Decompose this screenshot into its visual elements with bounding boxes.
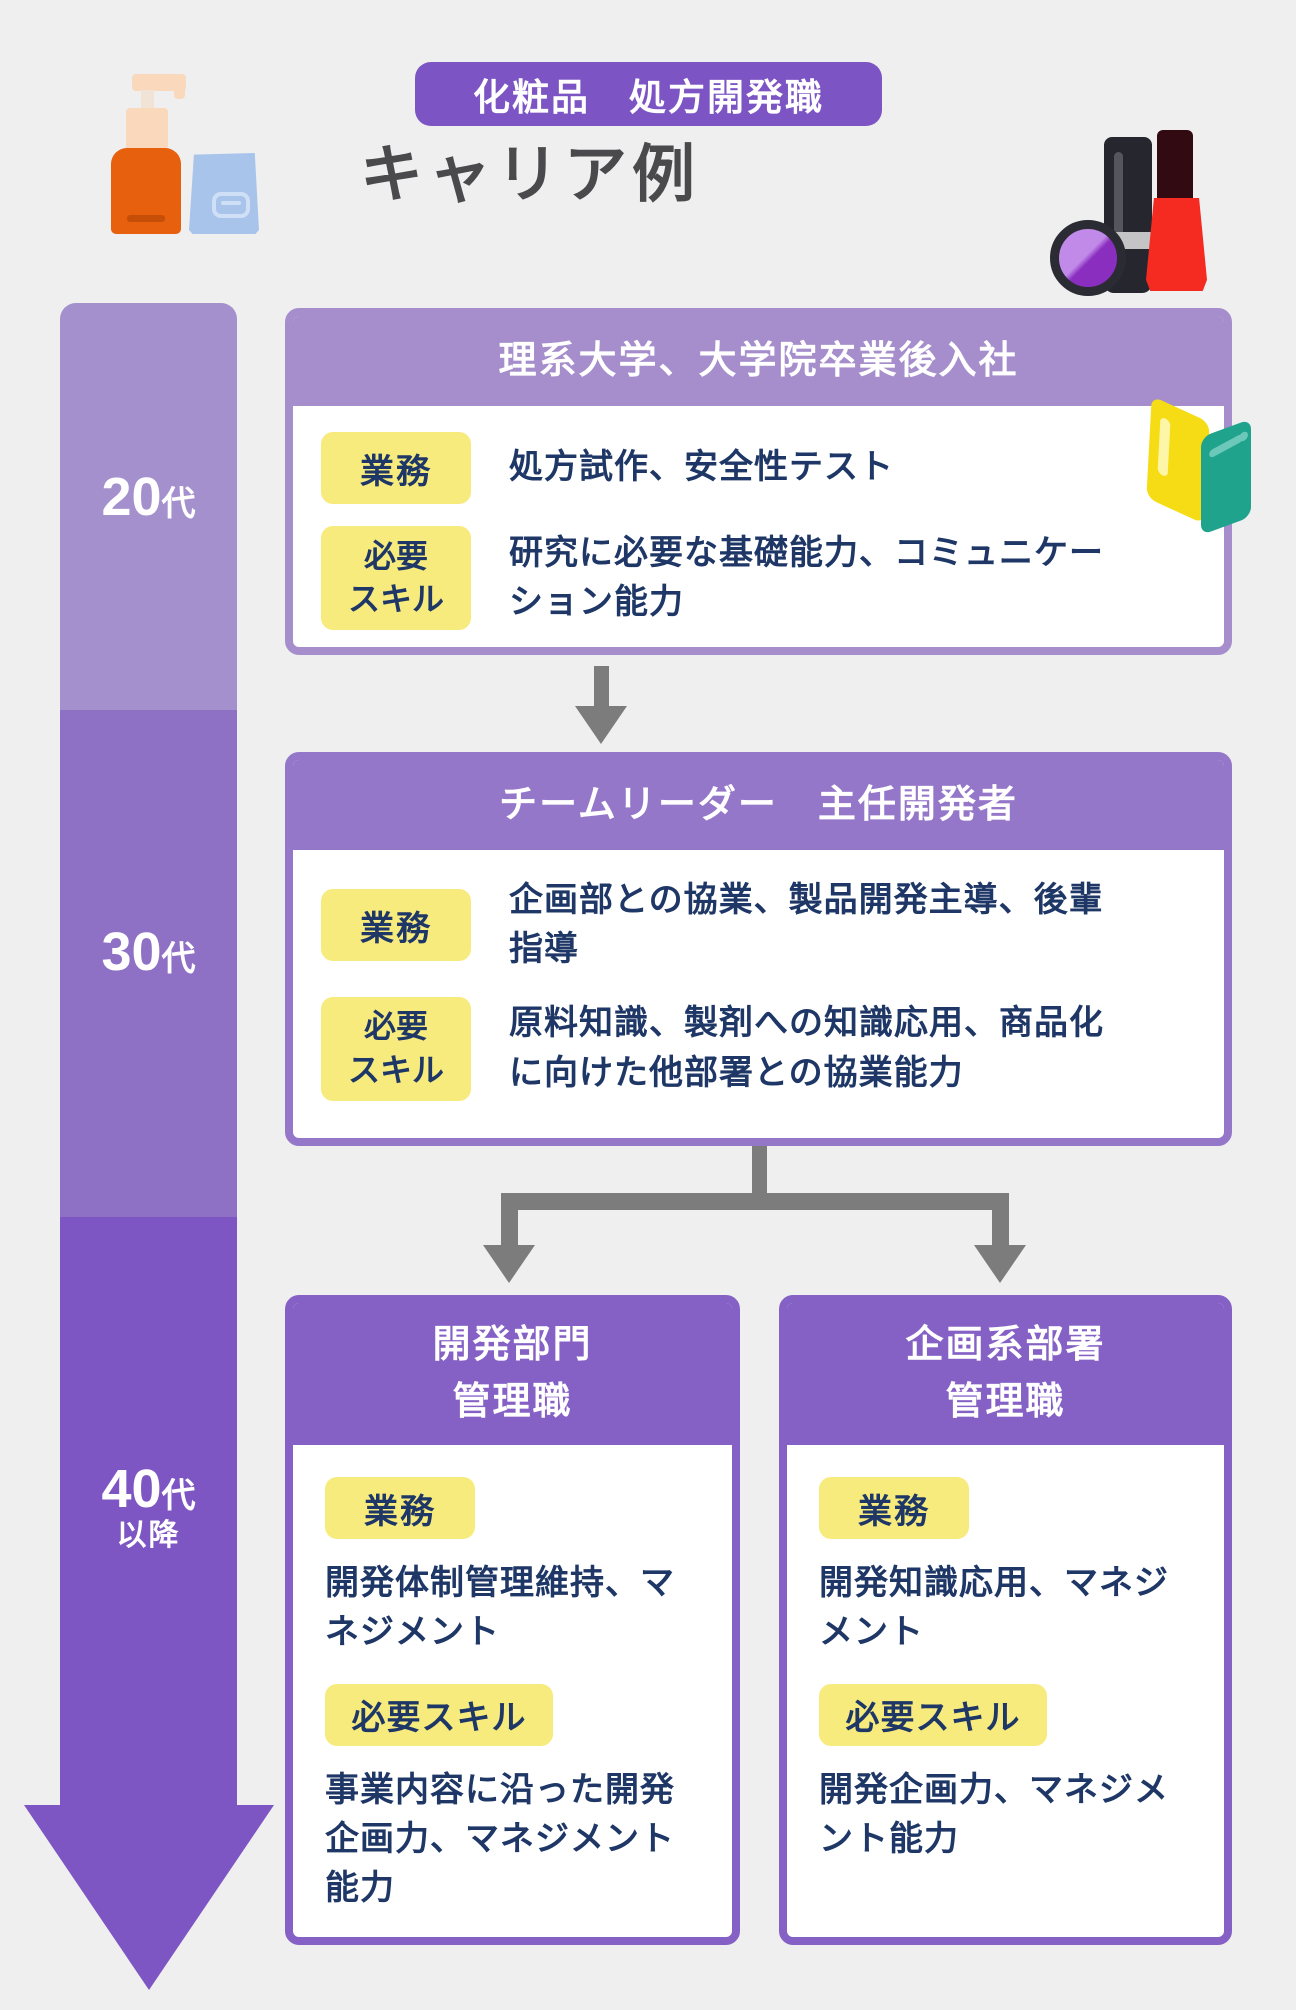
skill-text: 研究に必要な基礎能力、コミュニケーション能力	[509, 533, 1104, 621]
timeline-segment-20s	[60, 303, 237, 710]
age-number: 40	[101, 1459, 162, 1519]
duty-row: 業務 処方試作、安全性テスト	[321, 432, 1196, 504]
age-unit: 代	[161, 940, 196, 978]
mascara-highlight-icon	[1114, 152, 1123, 247]
duty-text: 開発体制管理維持、マネジメント	[325, 1564, 675, 1652]
stage-title: 開発部門 管理職	[293, 1303, 732, 1445]
pump-cap-icon	[126, 108, 168, 150]
skill-row: 必要 スキル 原料知識、製剤への知識応用、商品化に向けた他部署との協業能力	[321, 996, 1196, 1101]
pump-head-icon	[132, 74, 186, 91]
skill-pill: 必要 スキル	[321, 996, 471, 1101]
stage-box-planning-manager: 企画系部署 管理職 業務 開発知識応用、マネジメント 必要スキル 開発企画力、マ…	[779, 1295, 1232, 1945]
branch-stub-icon	[752, 1146, 767, 1196]
age-label-40s: 40代 以降	[60, 1459, 237, 1553]
stage-box-team-leader: チームリーダー 主任開発者 業務 企画部との協業、製品開発主導、後輩指導 必要 …	[285, 752, 1232, 1146]
stage-body: 業務 開発体制管理維持、マネジメント 必要スキル 事業内容に沿った開発企画力、マ…	[293, 1445, 732, 1913]
branch-left-stem-icon	[501, 1193, 518, 1247]
nail-polish-bottle-icon	[1146, 198, 1207, 291]
age-label-30s: 30代	[60, 922, 237, 982]
skill-text: 事業内容に沿った開発企画力、マネジメント能力	[325, 1770, 675, 1908]
skill-text: 原料知識、製剤への知識応用、商品化に向けた他部署との協業能力	[509, 1004, 1104, 1092]
branch-right-stem-icon	[992, 1193, 1009, 1247]
skill-pill: 必要スキル	[325, 1683, 553, 1746]
timeline-segment-30s	[60, 710, 237, 1217]
pump-stem-icon	[141, 90, 154, 110]
category-badge: 化粧品 処方開発職	[415, 62, 882, 126]
stage-title: チームリーダー 主任開発者	[293, 760, 1224, 850]
page-title: キャリア例	[360, 140, 700, 210]
age-sub: 以降	[116, 1519, 181, 1553]
pump-nozzle-icon	[174, 88, 185, 99]
age-number: 20	[101, 467, 162, 527]
duty-row: 業務 企画部との協業、製品開発主導、後輩指導	[321, 876, 1196, 975]
open-book-icon	[1143, 395, 1258, 536]
stage-title: 企画系部署 管理職	[787, 1303, 1224, 1445]
duty-text: 処方試作、安全性テスト	[509, 448, 894, 487]
stage-box-dev-manager: 開発部門 管理職 業務 開発体制管理維持、マネジメント 必要スキル 事業内容に沿…	[285, 1295, 740, 1945]
stage-title: 理系大学、大学院卒業後入社	[293, 316, 1224, 406]
tube-logo-icon	[212, 192, 250, 218]
duty-pill: 業務	[325, 1477, 475, 1539]
age-unit: 代	[161, 485, 196, 523]
timeline-arrowhead	[24, 1805, 274, 1990]
age-number: 30	[101, 922, 162, 982]
branch-right-arrow-head-icon	[974, 1245, 1026, 1283]
branch-bar-icon	[501, 1193, 1009, 1210]
down-arrow-stem-icon	[594, 666, 609, 710]
branch-left-arrow-head-icon	[483, 1245, 535, 1283]
category-badge-label: 化粧品 処方開発職	[473, 77, 824, 118]
skill-pill: 必要 スキル	[321, 526, 471, 630]
skill-text: 開発企画力、マネジメント能力	[819, 1770, 1169, 1858]
age-label-20s: 20代	[60, 467, 237, 527]
tube-logo-line-icon	[221, 201, 241, 205]
eyeshadow-compact-icon	[1050, 220, 1126, 296]
duty-pill: 業務	[321, 432, 471, 504]
skill-row: 必要 スキル 研究に必要な基礎能力、コミュニケーション能力	[321, 526, 1196, 630]
stage-box-entry: 理系大学、大学院卒業後入社 業務 処方試作、安全性テスト 必要 スキル 研究に必…	[285, 308, 1232, 655]
duty-text: 開発知識応用、マネジメント	[819, 1564, 1169, 1652]
nail-polish-cap-icon	[1157, 130, 1193, 202]
stage-body: 業務 企画部との協業、製品開発主導、後輩指導 必要 スキル 原料知識、製剤への知…	[293, 850, 1224, 1138]
stage-body: 業務 開発知識応用、マネジメント 必要スキル 開発企画力、マネジメント能力	[787, 1445, 1224, 1864]
down-arrow-head-icon	[575, 706, 627, 744]
duty-pill: 業務	[819, 1477, 969, 1539]
duty-text: 企画部との協業、製品開発主導、後輩指導	[509, 881, 1104, 969]
skill-pill: 必要スキル	[819, 1683, 1047, 1746]
age-unit: 代	[161, 1477, 196, 1515]
stage-body: 業務 処方試作、安全性テスト 必要 スキル 研究に必要な基礎能力、コミュニケーシ…	[293, 406, 1224, 647]
bottle-line-icon	[127, 215, 165, 222]
timeline-segment-40s	[60, 1217, 237, 1805]
duty-pill: 業務	[321, 889, 471, 962]
